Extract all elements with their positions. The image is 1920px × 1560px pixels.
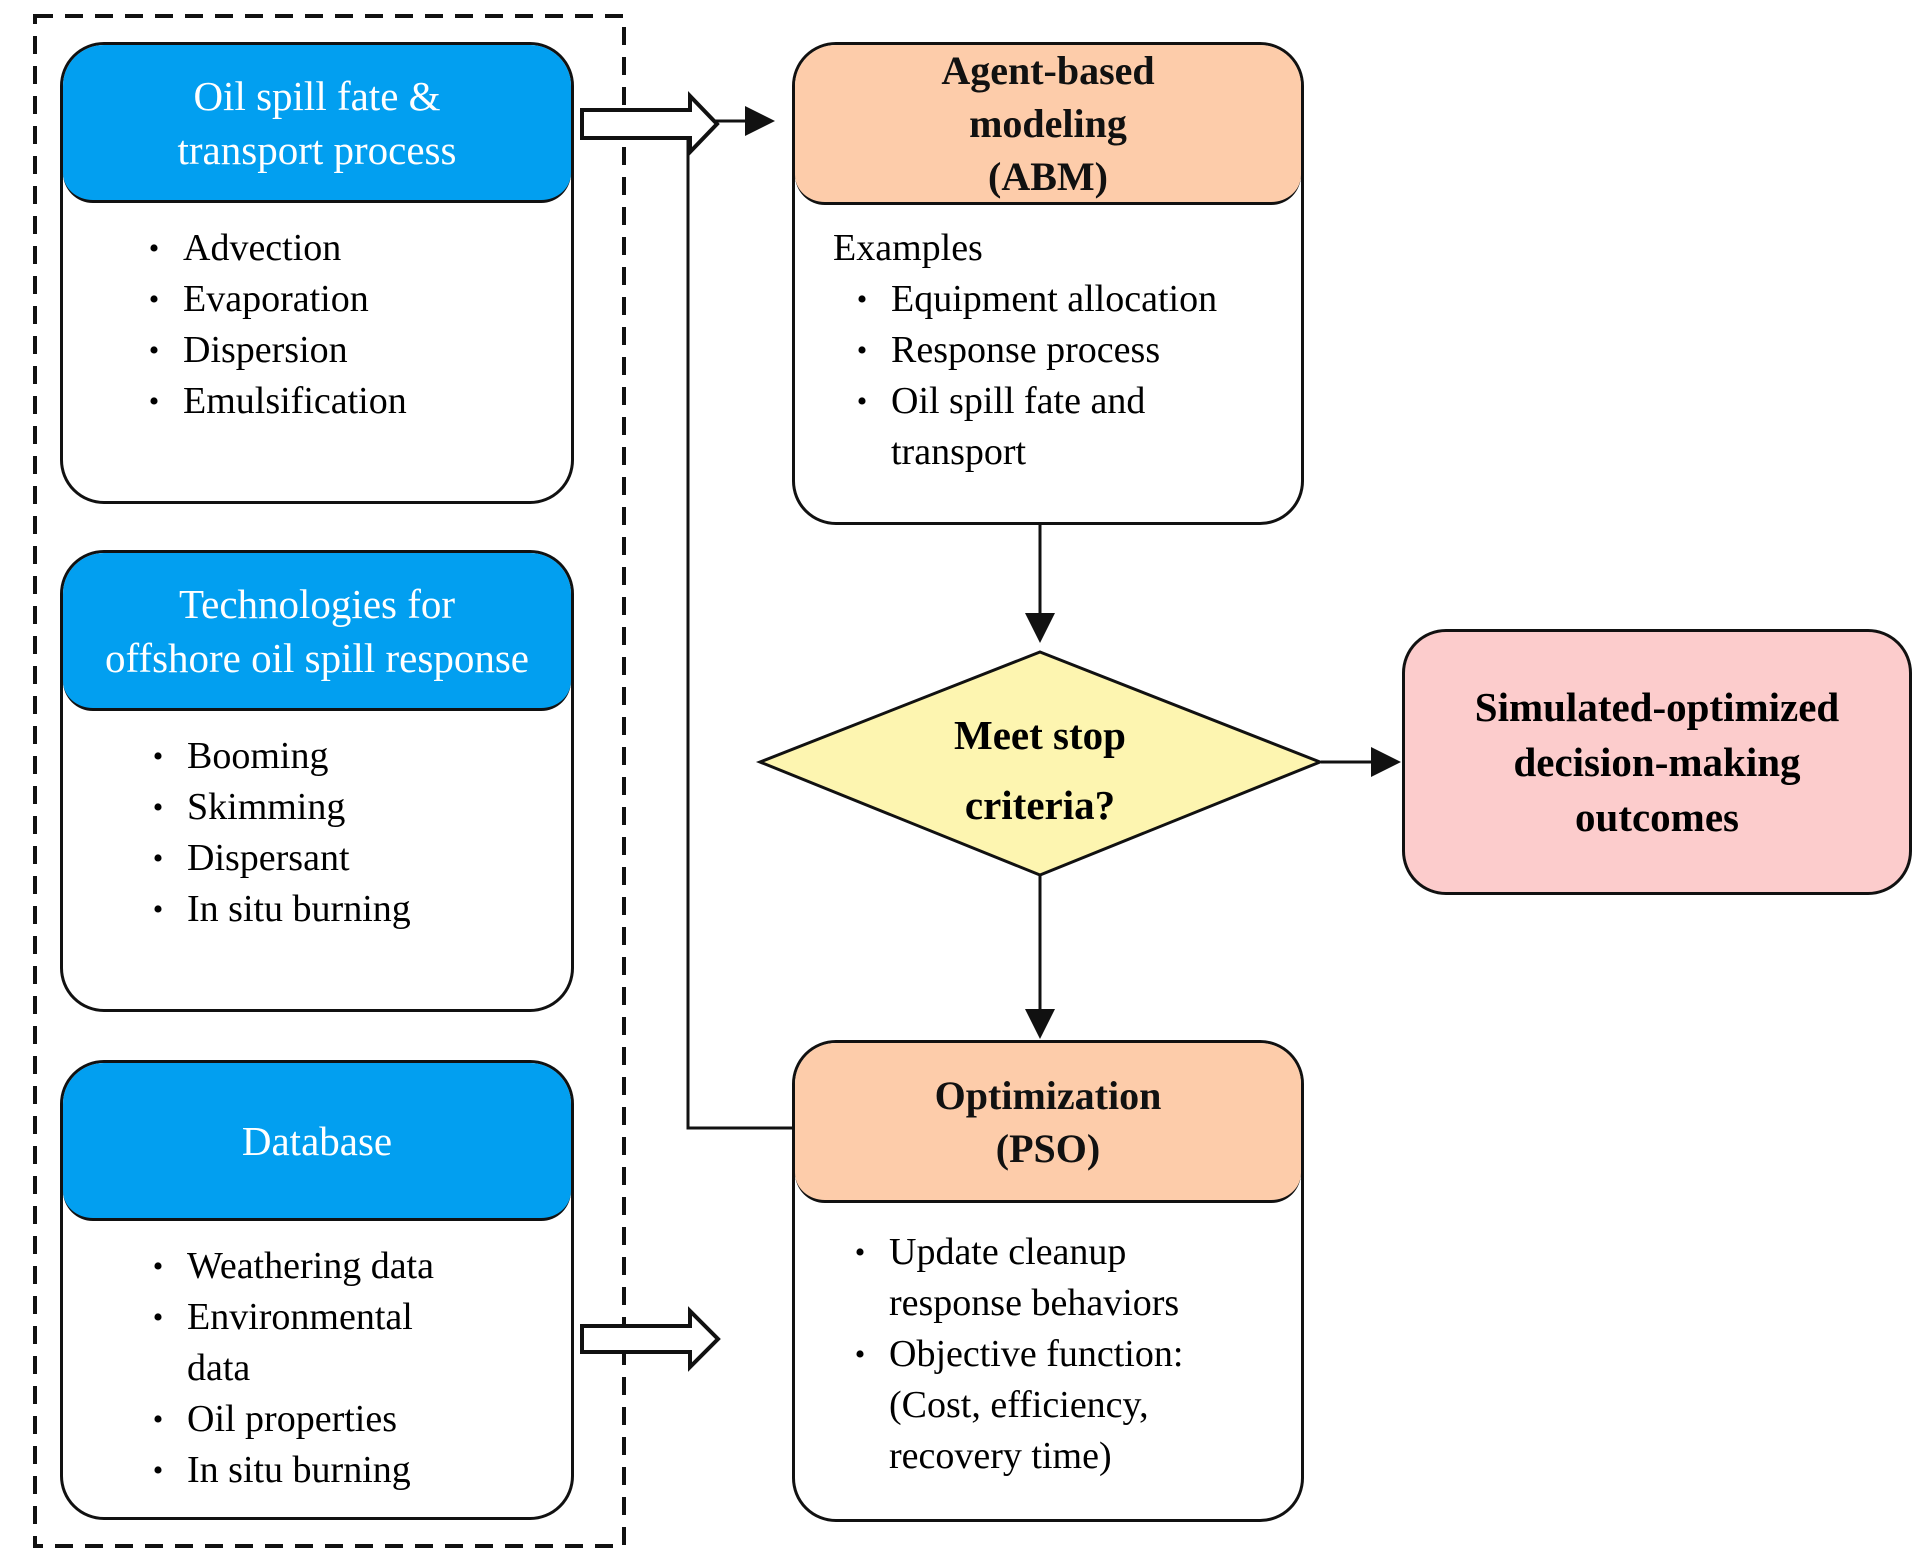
abm-examples-label: Examples	[833, 227, 983, 269]
hollow-arrow-fate-to-abm	[580, 91, 720, 157]
list-item: Environmental data	[129, 1292, 453, 1394]
list-item: Evaporation	[125, 274, 571, 325]
technologies-list: Booming Skimming Dispersant In situ burn…	[63, 731, 571, 935]
list-item: Oil spill fate and transport	[833, 376, 1235, 478]
technologies-card: Technologies for offshore oil spill resp…	[60, 550, 574, 1012]
decision-diamond	[755, 650, 1325, 877]
list-item: Weathering data	[129, 1241, 453, 1292]
technologies-title-line-2: offshore oil spill response	[105, 634, 529, 681]
database-card: Database Weathering data Environmental d…	[60, 1060, 574, 1520]
list-item: Dispersant	[129, 833, 571, 884]
abm-body: Examples Equipment allocation Response p…	[795, 223, 1235, 478]
list-item: Skimming	[129, 782, 571, 833]
list-item: In situ burning	[129, 1445, 453, 1496]
abm-title-line-3: (ABM)	[988, 154, 1108, 199]
database-header: Database	[63, 1063, 571, 1221]
fate-title-line-2: transport process	[177, 126, 457, 173]
list-item: Response process	[833, 325, 1235, 376]
decision-line-2: criteria?	[964, 782, 1116, 828]
database-list: Weathering data Environmental data Oil p…	[63, 1241, 453, 1496]
outcome-line-2: decision-making	[1513, 738, 1801, 785]
database-title: Database	[241, 1117, 393, 1164]
list-item: In situ burning	[129, 884, 571, 935]
outcome-line-3: outcomes	[1575, 793, 1739, 840]
fate-transport-header: Oil spill fate & transport process	[63, 45, 571, 203]
input-group-dashed-border	[33, 14, 626, 1548]
list-item: Dispersion	[125, 325, 571, 376]
abm-title-line-2: modeling	[969, 101, 1127, 146]
fate-transport-card: Oil spill fate & transport process Advec…	[60, 42, 574, 504]
decision-label: Meet stop criteria?	[885, 700, 1195, 840]
technologies-header: Technologies for offshore oil spill resp…	[63, 553, 571, 711]
list-item: Advection	[125, 223, 571, 274]
hollow-arrow-database-to-optimization	[580, 1306, 721, 1372]
list-item: Emulsification	[125, 376, 571, 427]
fate-title-line-1: Oil spill fate &	[193, 72, 441, 119]
optimization-title-line-2: (PSO)	[995, 1125, 1101, 1171]
abm-card: Agent-based modeling (ABM) Examples Equi…	[792, 42, 1304, 525]
optimization-title-line-1: Optimization	[934, 1072, 1162, 1118]
optimization-header: Optimization (PSO)	[795, 1043, 1301, 1203]
abm-header: Agent-based modeling (ABM)	[795, 45, 1301, 205]
list-item: Oil properties	[129, 1394, 453, 1445]
optimization-list: Update cleanup response behaviors Object…	[795, 1227, 1231, 1482]
technologies-title-line-1: Technologies for	[178, 580, 456, 627]
outcome-box: Simulated-optimized decision-making outc…	[1402, 629, 1912, 895]
list-item: Booming	[129, 731, 571, 782]
optimization-card: Optimization (PSO) Update cleanup respon…	[792, 1040, 1304, 1522]
decision-line-1: Meet stop	[954, 712, 1126, 758]
abm-title-line-1: Agent-based	[941, 48, 1155, 93]
list-item: Update cleanup response behaviors	[831, 1227, 1231, 1329]
outcome-line-1: Simulated-optimized	[1474, 683, 1840, 730]
feedback-loop-line	[686, 106, 792, 1130]
list-item: Objective function: (Cost, efficiency, r…	[831, 1329, 1231, 1482]
list-item: Equipment allocation	[833, 274, 1235, 325]
fate-transport-list: Advection Evaporation Dispersion Emulsif…	[63, 223, 571, 427]
